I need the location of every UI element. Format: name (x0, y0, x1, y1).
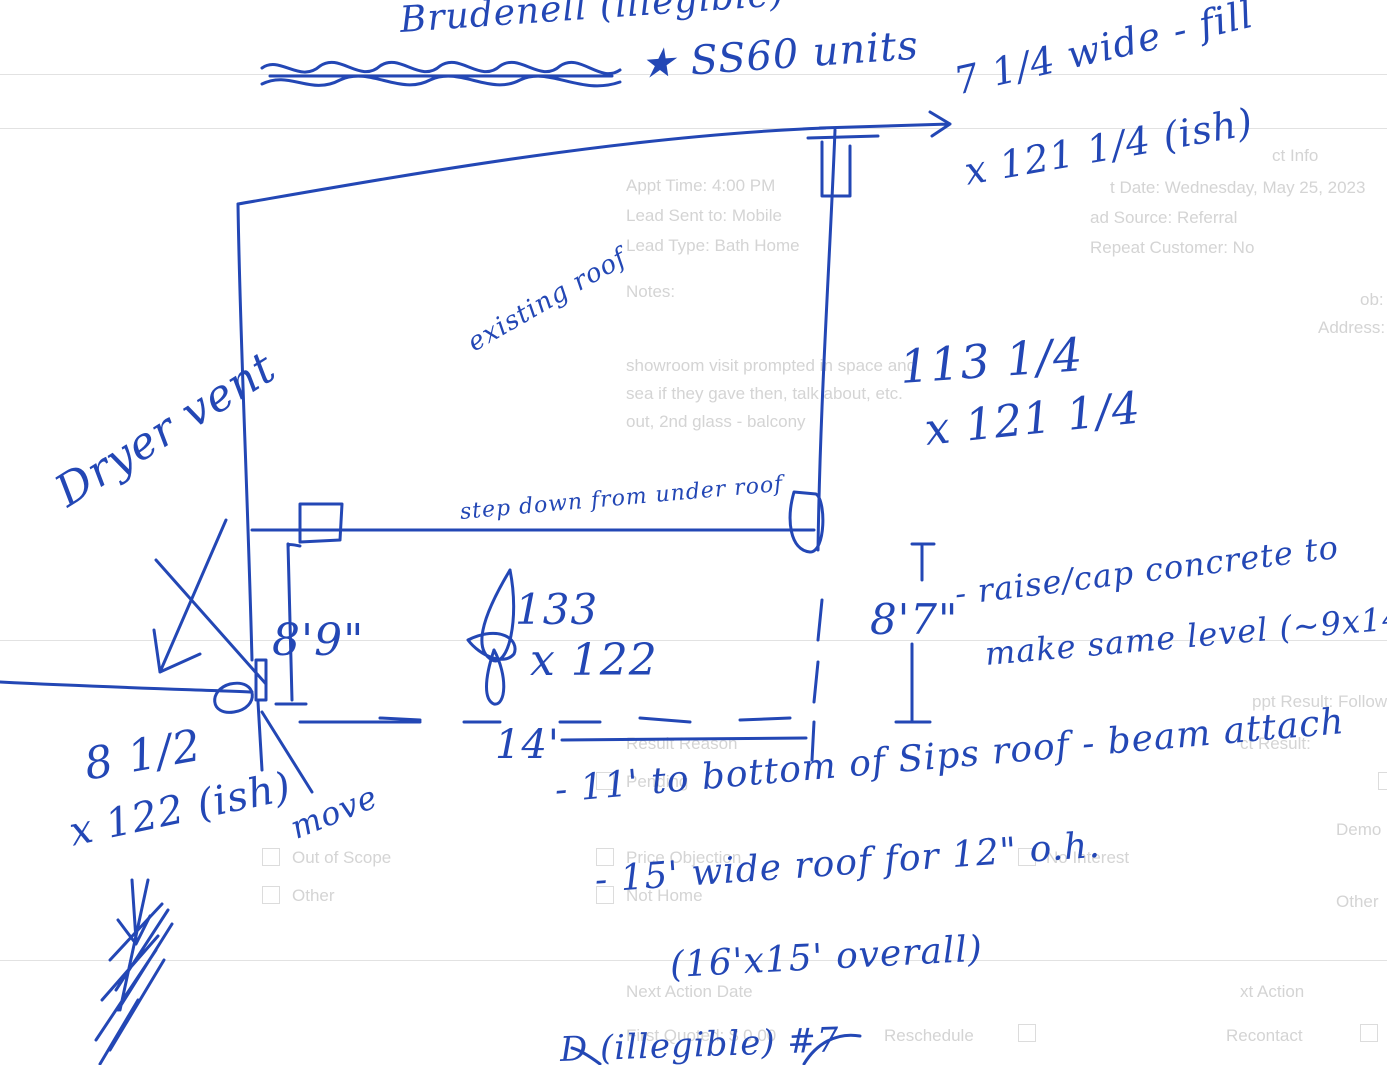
ghost-checkbox (262, 886, 280, 904)
ghost-rule (0, 74, 1387, 75)
vent-cross-a (154, 558, 268, 686)
ghost-text: xt Action (1240, 982, 1305, 1001)
height-8-9-label: 8'9" (272, 615, 365, 666)
ghost-text: Next Action Date (626, 982, 753, 1001)
ghost-text: sea if they gave then, talk about, etc. (626, 384, 903, 403)
double-line (806, 134, 880, 140)
dimension-122: x 122 (530, 635, 658, 686)
ghost-text: Other (292, 886, 335, 905)
ghost-text: Recontact (1226, 1026, 1303, 1045)
ghost-text: Other (1336, 892, 1379, 911)
roof-top-edge (236, 126, 827, 206)
ghost-checkbox (262, 848, 280, 866)
ghost-checkbox (1360, 1024, 1378, 1042)
ghost-text: Notes: (626, 282, 676, 301)
vent-box (254, 658, 268, 702)
ghost-text: Address: (1318, 318, 1386, 337)
ghost-text: ct Info (1272, 146, 1319, 165)
ghost-checkbox (1378, 772, 1387, 790)
height-8-7-marker (894, 542, 936, 724)
dimension-14-line (560, 736, 808, 742)
post-left (298, 502, 344, 544)
ghost-text: Not Home (626, 886, 703, 905)
fan-sketch (466, 568, 517, 706)
ghost-text: Appt Time: 4:00 PM (626, 176, 776, 195)
arrow-to-dimension (818, 110, 952, 138)
ghost-checkbox (596, 886, 614, 904)
ghost-rule (0, 128, 1387, 129)
dryer-arrow (152, 518, 228, 674)
ghost-text: Repeat Customer: No (1090, 238, 1255, 257)
ghost-text: First Quoted: $ 0.00 (626, 1026, 777, 1045)
hatch-arrow (116, 878, 152, 946)
vent-line-down (256, 700, 264, 772)
ghost-text: t Date: Wednesday, May 25, 2023 (1110, 178, 1366, 197)
ghost-text: Demo (1336, 820, 1382, 839)
bottom-mark (570, 1033, 862, 1065)
ghost-checkbox (1018, 848, 1036, 866)
width-14-label: 14' (495, 722, 560, 768)
ghost-text: Lead Type: Bath Home (626, 236, 800, 255)
ghost-rule (0, 960, 1387, 961)
scribble-out (260, 60, 622, 88)
ghost-text: Pending (626, 772, 689, 791)
ghost-text: ppt Result: Follow Up (1252, 692, 1387, 711)
dimension-133: 133 (515, 585, 599, 634)
ghost-text: Lead Sent to: Mobile (626, 206, 782, 225)
post-right (788, 490, 825, 554)
lower-dashed-edge (378, 716, 792, 724)
ghost-text: ad Source: Referral (1090, 208, 1238, 227)
vent-cross-b (0, 680, 254, 694)
ghost-text: Reschedule (884, 1026, 974, 1045)
ghost-checkbox (596, 772, 614, 790)
roof-left-edge (236, 202, 254, 662)
ghost-text: Price Objection (626, 848, 742, 867)
height-8-7-label: 8'7" (870, 595, 959, 644)
ghost-text: Out of Scope (292, 848, 392, 867)
ghost-text: showroom visit prompted in space and (626, 356, 917, 375)
ghost-checkbox (1018, 1024, 1036, 1042)
ghost-text: No Interest (1046, 848, 1130, 867)
roof-right-edge (816, 128, 837, 552)
vent-line-move (260, 710, 314, 794)
height-8-9-marker (274, 542, 308, 706)
ghost-text: ct Result: (1240, 734, 1311, 753)
post-top-right (820, 140, 852, 198)
ghost-text: ob: (1360, 290, 1384, 309)
right-dashed-edge (810, 598, 824, 762)
vent-circle (213, 681, 254, 714)
ghost-text: out, 2nd glass - balcony (626, 412, 806, 431)
ghost-rule (0, 640, 1387, 641)
ghost-checkbox (596, 848, 614, 866)
